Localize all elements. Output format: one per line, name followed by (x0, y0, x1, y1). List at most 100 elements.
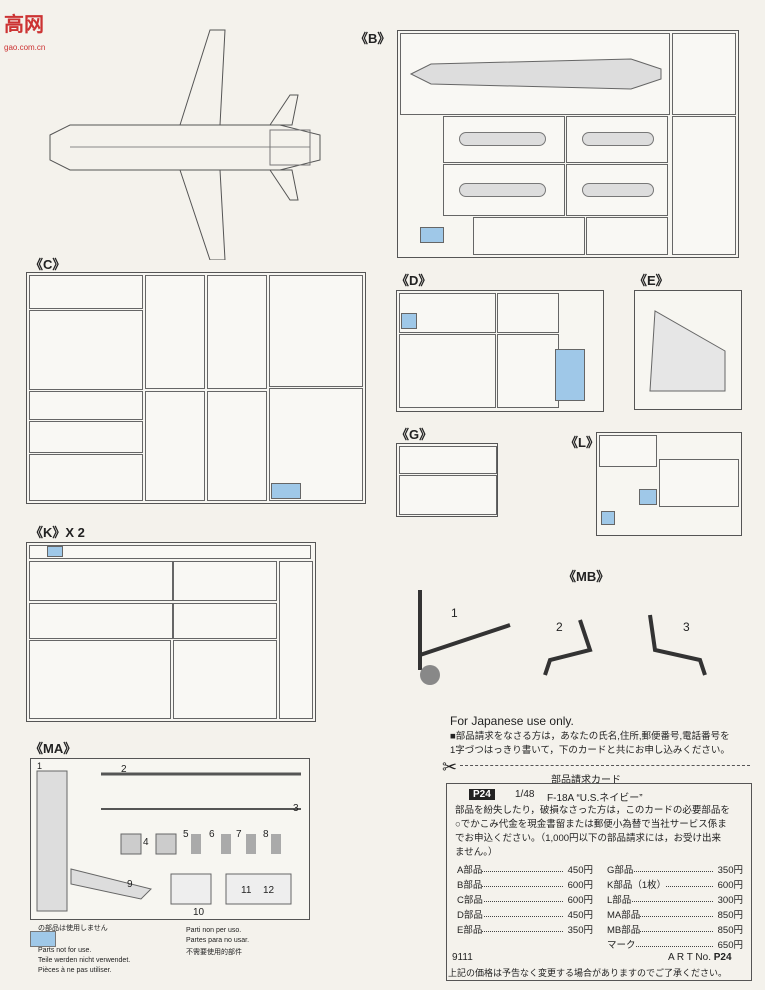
ma-label-10: 10 (193, 907, 205, 918)
order-intro: For Japanese use only. ■部品請求をなさる方は，あなたの氏… (450, 714, 755, 756)
part-price: 850円 (717, 907, 743, 921)
part-name: A部品 (457, 862, 483, 876)
c-cell-12 (145, 275, 205, 389)
c-cell-1 (29, 275, 143, 309)
site-logo: 高网 gao.com.cn (4, 8, 45, 55)
k-cell-small-parts (29, 640, 171, 719)
order-intro-jp2: 1字づつはっきり書いて，下のカードと共にお申し込みください。 (450, 745, 730, 756)
c-cell-15 (145, 391, 205, 501)
part-name: MA部品 (607, 907, 641, 921)
d-not-used-2 (555, 349, 585, 401)
section-label-d: 《D》 (396, 273, 432, 288)
card-footer: 上記の価格は予告なく変更する場合がありますのでご了承ください。 (448, 968, 728, 978)
sprue-l (596, 432, 742, 536)
ma-label-5: 5 (183, 829, 189, 840)
gear-label-1: 1 (451, 606, 458, 620)
c-cell-18 (207, 391, 267, 501)
part-name: E部品 (457, 922, 483, 936)
code-left: 9111 (452, 952, 473, 963)
b-cell-7 (443, 164, 565, 216)
ma-label-1: 1 (37, 761, 43, 771)
part-name: L部品 (607, 892, 632, 906)
sprue-b (397, 30, 739, 258)
b-fuselage-cell (400, 33, 670, 115)
part-price: 450円 (567, 862, 593, 876)
c-cell-5 (29, 310, 143, 390)
part-name: C部品 (457, 892, 483, 906)
gear-label-2: 2 (556, 620, 563, 634)
logo-text: 高网 (4, 12, 44, 36)
part-price: 300円 (717, 892, 743, 906)
ma-label-4: 4 (143, 837, 149, 848)
legend-swatch (30, 931, 56, 947)
art-no: A R T No. P24 (668, 952, 732, 963)
legend-fr: Pièces à ne pas utiliser. (38, 967, 112, 974)
l-cell-2 (599, 435, 657, 467)
landing-gear-drawing (418, 590, 707, 685)
b-cell-6 (443, 116, 565, 163)
legend-de: Teile werden nicht verwendet. (38, 957, 131, 964)
section-label-e: 《E》 (634, 273, 669, 288)
ma-label-8: 8 (263, 829, 269, 840)
c-cell-22 (269, 275, 363, 387)
prices_right-row: L部品 300円 (607, 892, 743, 907)
legend-it: Parti non per uso. (186, 927, 242, 934)
section-label-l: 《L》 (565, 435, 599, 450)
section-label-g: 《G》 (396, 427, 433, 442)
b-cell-side (672, 116, 736, 255)
sprue-c (26, 272, 366, 504)
g-cell-1 (399, 446, 497, 474)
scale-text: 1/48 (515, 789, 535, 800)
ma-label-7: 7 (236, 829, 242, 840)
prices_right-row: MA部品 850円 (607, 907, 743, 922)
not-used-legend: の部品は使用しません Parts not for use. Teile werd… (30, 925, 340, 985)
c-cell-26 (269, 388, 363, 501)
card-title: 部品請求カード (551, 771, 621, 786)
part-name: B部品 (457, 877, 483, 891)
sprue-d (396, 290, 604, 412)
ma-label-9: 9 (127, 879, 133, 890)
k-cell-struts (173, 640, 277, 719)
l-cell-1 (659, 459, 739, 507)
b-not-used-part (420, 227, 444, 243)
aircraft-plan-drawing (49, 29, 321, 260)
ma-label-6: 6 (209, 829, 215, 840)
part-name: K部品（1枚） (607, 877, 667, 891)
d-cell-10 (497, 334, 559, 408)
c-not-used-part (271, 483, 301, 499)
b-cell-8 (566, 116, 668, 163)
g-cell-4 (399, 475, 497, 515)
scissors-icon: ✂ (442, 757, 458, 777)
b-cell-22 (586, 217, 668, 255)
prices_left-row: A部品 450円 (457, 862, 593, 877)
legend-es: Partes para no usar. (186, 937, 250, 944)
sprue-ma: 1 2 3 4 5 6 7 8 9 10 11 12 (30, 758, 310, 920)
section-label-c: 《C》 (30, 257, 66, 272)
sprue-e (634, 290, 742, 410)
part-price: 600円 (567, 892, 593, 906)
part-name: マーク (607, 937, 636, 951)
legend-en: Parts not for use. (38, 947, 92, 954)
sprue-g (396, 443, 498, 517)
b-cell-20 (473, 217, 585, 255)
c-cell-11 (29, 454, 143, 501)
l-not-used-1 (639, 489, 657, 505)
order-intro-en: For Japanese use only. (450, 714, 574, 728)
parts-order-card: ✂ 部品請求カード P24 1/48 F-18A “U.S.ネイビー” 部品を紛… (442, 755, 752, 981)
logo-subtext: gao.com.cn (4, 43, 46, 52)
ma-label-3: 3 (293, 803, 299, 814)
k-cell-5b (173, 561, 277, 601)
c-cell-17 (207, 275, 267, 389)
sprue-k (26, 542, 316, 722)
part-price: 450円 (567, 907, 593, 921)
k-cell-6b (173, 603, 277, 639)
ma-label-11: 11 (241, 885, 252, 896)
d-cell-9 (497, 293, 559, 333)
b-canopy-cell (672, 33, 736, 115)
k-not-used (47, 546, 63, 557)
section-label-ma: 《MA》 (30, 741, 77, 756)
